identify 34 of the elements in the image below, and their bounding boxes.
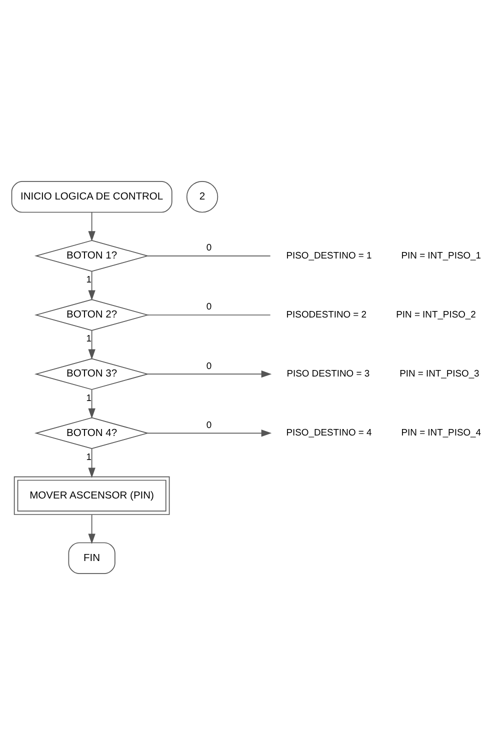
label: PISO DESTINO = 3 [286,367,370,378]
edge-label: 1 [86,392,92,403]
arrow [147,430,272,437]
label: PIN = INT_PISO_4 [401,426,482,438]
arrow [88,514,96,544]
connector [147,314,271,316]
node-diamond: BOTON 1? [34,240,150,272]
edge-label: 0 [206,300,212,312]
arrow [88,330,96,360]
arrow [88,212,96,242]
label: PIN = INT_PISO_2 [396,308,476,320]
arrow [88,271,96,300]
node-diamond: BOTON 3? [34,358,150,390]
node-box: INICIO LOGICA DE CONTROL [11,181,172,213]
edge-label: 0 [206,242,212,253]
node-box: FIN [68,542,116,574]
edge-label: 1 [86,450,92,462]
node-diamond: BOTON 2? [34,299,150,331]
node-box: MOVER ASCENSOR (PIN) [14,476,170,515]
arrow [147,370,272,378]
edge-label: 1 [86,274,92,285]
label: PIN = INT_PISO_3 [400,367,480,378]
connector [147,255,271,256]
label: PIN = INT_PISO_1 [401,249,482,260]
node-label: 2 [199,191,206,202]
arrow [88,389,96,419]
node-diamond: BOTON 4? [34,417,150,449]
edge-label: 0 [206,360,212,371]
label: PISODESTINO = 2 [286,308,367,320]
arrow [88,448,96,478]
label: PISO_DESTINO = 1 [286,249,372,260]
edge-label: 0 [206,418,212,430]
edge-label: 1 [86,332,92,344]
label: PISO_DESTINO = 4 [286,426,372,438]
